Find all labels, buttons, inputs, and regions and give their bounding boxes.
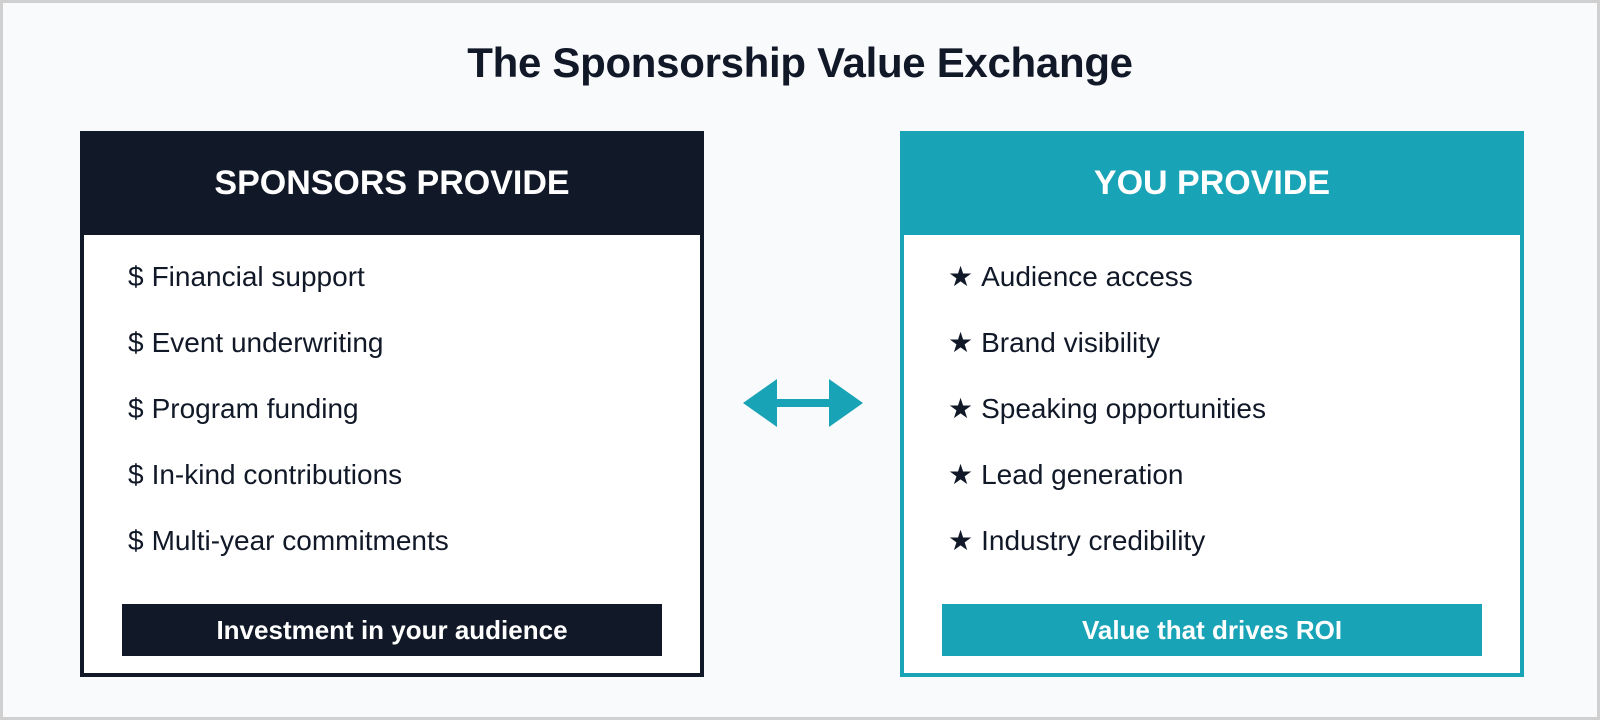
sponsors-footer-banner: Investment in your audience — [122, 604, 662, 656]
list-item: ★Audience access — [948, 259, 1266, 325]
double-headed-arrow-icon — [743, 379, 863, 427]
list-item-label: Lead generation — [981, 459, 1184, 490]
list-item: ★Lead generation — [948, 457, 1266, 523]
list-item: ★Speaking opportunities — [948, 391, 1266, 457]
sponsors-provide-header: SPONSORS PROVIDE — [80, 131, 704, 235]
dollar-icon: $ — [128, 327, 144, 358]
list-item: $Program funding — [128, 391, 449, 457]
list-item-label: Event underwriting — [151, 327, 384, 358]
dollar-icon: $ — [128, 459, 144, 490]
dollar-icon: $ — [128, 525, 144, 556]
list-item-label: Financial support — [151, 261, 365, 292]
list-item-label: Speaking opportunities — [981, 393, 1266, 424]
list-item: ★Industry credibility — [948, 523, 1266, 589]
you-provide-panel: YOU PROVIDE ★Audience access ★Brand visi… — [900, 131, 1524, 677]
star-icon: ★ — [948, 525, 974, 556]
list-item: $Event underwriting — [128, 325, 449, 391]
star-icon: ★ — [948, 261, 974, 292]
list-item: ★Brand visibility — [948, 325, 1266, 391]
dollar-icon: $ — [128, 393, 144, 424]
dollar-icon: $ — [128, 261, 144, 292]
list-item: $Financial support — [128, 259, 449, 325]
list-item: $Multi-year commitments — [128, 523, 449, 589]
list-item-label: Program funding — [151, 393, 359, 424]
sponsors-provide-list: $Financial support $Event underwriting $… — [128, 259, 449, 589]
star-icon: ★ — [948, 327, 974, 358]
you-provide-footer-banner: Value that drives ROI — [942, 604, 1482, 656]
you-provide-header: YOU PROVIDE — [900, 131, 1524, 235]
list-item-label: Multi-year commitments — [151, 525, 449, 556]
list-item-label: Audience access — [981, 261, 1193, 292]
sponsors-provide-panel: SPONSORS PROVIDE $Financial support $Eve… — [80, 131, 704, 677]
list-item: $In-kind contributions — [128, 457, 449, 523]
list-item-label: In-kind contributions — [151, 459, 403, 490]
list-item-label: Brand visibility — [981, 327, 1161, 358]
diagram-title: The Sponsorship Value Exchange — [467, 39, 1133, 86]
list-item-label: Industry credibility — [981, 525, 1206, 556]
you-provide-list: ★Audience access ★Brand visibility ★Spea… — [948, 259, 1266, 589]
star-icon: ★ — [948, 459, 974, 490]
star-icon: ★ — [948, 393, 974, 424]
